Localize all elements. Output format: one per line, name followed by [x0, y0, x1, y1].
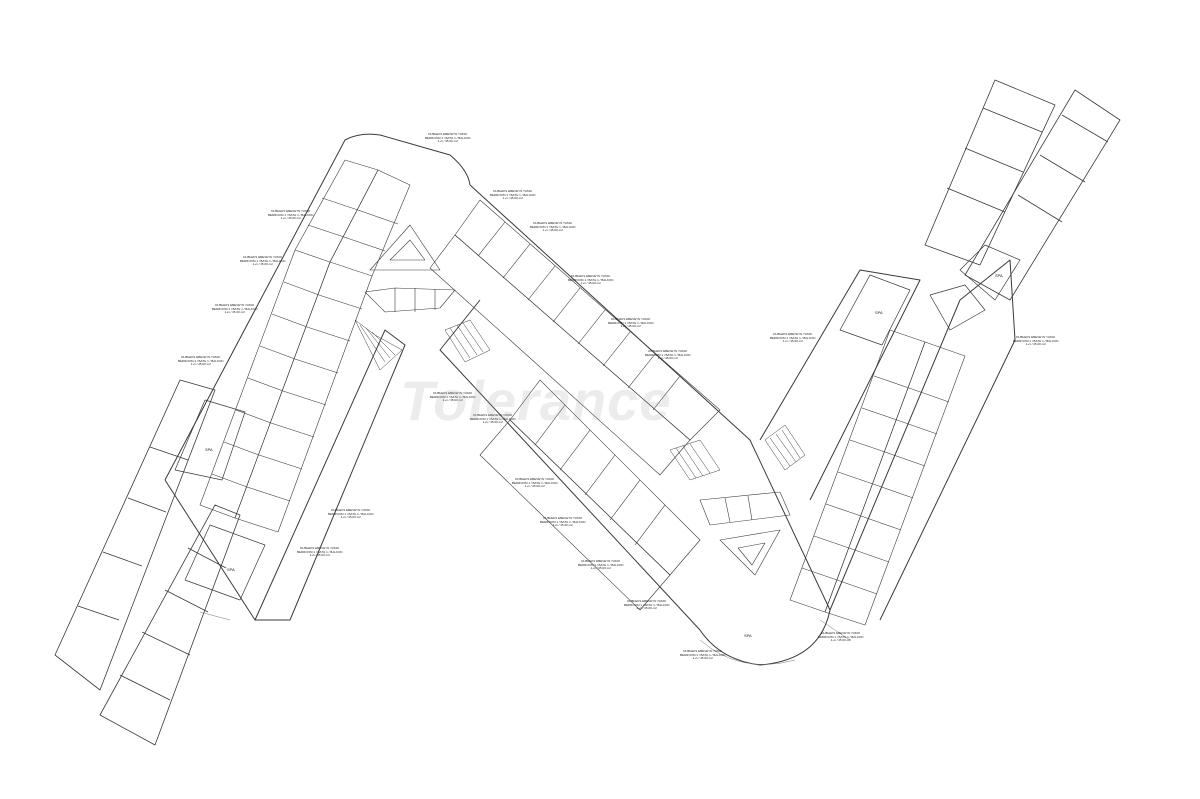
spa-room-label: SPA [227, 567, 235, 572]
right-parking-strip-outer [924, 79, 1056, 266]
left-parking-strip-inner [99, 504, 241, 746]
right-wing-units [789, 329, 966, 626]
left-core [364, 224, 456, 313]
right-parking-strip-inner [964, 89, 1121, 301]
middle-stair-lower [669, 439, 721, 481]
bottom-core [699, 491, 791, 576]
middle-stair-upper [444, 319, 491, 363]
spa-room-label: SPA [875, 310, 883, 315]
left-stair [354, 319, 403, 371]
middle-wing-units [429, 199, 721, 611]
left-parking-strip-outer [54, 379, 216, 691]
right-stair [764, 424, 806, 471]
right-spa-rooms [839, 244, 1021, 346]
spa-room-label: SPA [205, 447, 213, 452]
left-spa-rooms [174, 399, 266, 601]
spa-room-label: SPA [744, 633, 752, 638]
site-boundary [199, 611, 851, 665]
spa-room-label: SPA [995, 273, 1003, 278]
left-wing-units [199, 159, 411, 533]
